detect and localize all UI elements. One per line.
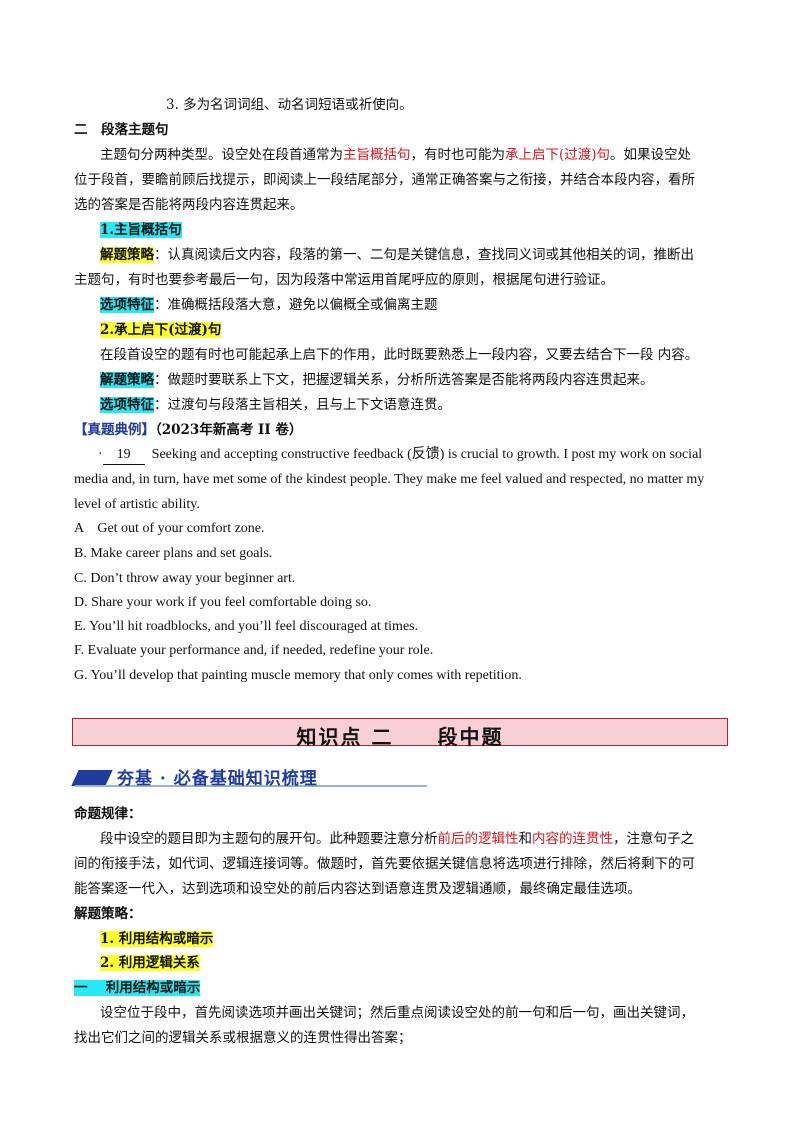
transition-feature: 选项特征：过渡句与段落主旨相关，且与上下文语意连贯。 xyxy=(100,396,451,414)
strategy-line-2: 主题句，有时也要参考最后一句，因为段落中常运用首尾呼应的原则，根据尾句进行验证。 xyxy=(74,272,614,288)
transition-strategy: 解题策略：做题时要联系上下文，把握逻辑关系，分析所选答案是否能将两段内容连贯起来… xyxy=(100,371,654,389)
text: ：过渡句与段落主旨相关，且与上下文语意连贯。 xyxy=(154,397,451,413)
intro-line-3: 选的答案是否能将两段内容连贯起来。 xyxy=(74,197,304,213)
banner-underline xyxy=(75,785,427,787)
feature-line: 选项特征：准确概括段落大意，避免以偏概全或偏离主题 xyxy=(100,296,438,314)
strategy-item-text: 2. 利用逻辑关系 xyxy=(100,955,200,971)
bullet-dot: · xyxy=(98,447,103,462)
feature-label: 选项特征 xyxy=(100,297,154,313)
part-heading-text: 一 利用结构或暗示 xyxy=(74,980,201,996)
subheading-text: 1.主旨概括句 xyxy=(100,222,182,238)
example-header: 【真题典例】（2023年新高考 II 卷） xyxy=(74,421,302,439)
intro-line-1: 主题句分两种类型。设空处在段首通常为主旨概括句，有时也可能为承上启下(过渡)句。… xyxy=(100,146,691,164)
text: ：准确概括段落大意，避免以偏概全或偏离主题 xyxy=(154,297,438,313)
text: ，有时也可能为 xyxy=(410,147,506,163)
banner-stripe-icon xyxy=(71,770,113,786)
intro-line-2: 位于段首，要瞻前顾后找提示，即阅读上一段结尾部分，通常正确答案与之衔接，并结合本… xyxy=(74,172,695,188)
rule-line-3: 能答案逐一代入，达到选项和设空处的前后内容达到语意连贯及逻辑通顺，最终确定最佳选… xyxy=(74,881,641,897)
text: Seeking and accepting constructive feedb… xyxy=(151,447,703,462)
subheading-main-idea: 1.主旨概括句 xyxy=(100,221,182,239)
rule-line-2: 间的衔接手法，如代词、逻辑连接词等。做题时，首先要依据关键信息将选项进行排除，然… xyxy=(74,856,695,872)
highlight-red-text: 内容的连贯性 xyxy=(532,831,613,847)
text: 主题句分两种类型。设空处在段首通常为 xyxy=(100,147,343,163)
text: 。如果设空处 xyxy=(610,147,692,163)
part-1-heading: 一 利用结构或暗示 xyxy=(74,979,201,997)
highlight-red-text: 主旨概括句 xyxy=(343,147,411,163)
example-source: （2023年新高考 II 卷） xyxy=(155,422,303,438)
list-item-3: 3. 多为名词词组、动名词短语或祈使向。 xyxy=(166,97,413,113)
example-label: 【真题典例】 xyxy=(74,422,155,438)
text: ：做题时要联系上下文，把握逻辑关系，分析所选答案是否能将两段内容连贯起来。 xyxy=(154,372,654,388)
subbanner-title: 夯基 · 必备基础知识梳理 xyxy=(117,769,318,789)
strategy-label: 解题策略 xyxy=(100,247,154,263)
part-1-line-1: 设空位于段中，首先阅读选项并画出关键词；然后重点阅读设空处的前一句和后一句，画出… xyxy=(100,1005,694,1021)
text: ：认真阅读后文内容，段落的第一、二句是关键信息，查找同义词或其他相关的词，推断出 xyxy=(154,247,694,263)
blank-number: 19 xyxy=(116,447,131,462)
option-d: D. Share your work if you feel comfortab… xyxy=(74,595,372,610)
subheading-transition: 2.承上启下(过渡)句 xyxy=(100,321,222,339)
rule-label: 命题规律： xyxy=(74,806,142,822)
option-f: F. Evaluate your performance and, if nee… xyxy=(74,643,434,658)
highlight-red-text: 承上启下(过渡)句 xyxy=(505,147,611,163)
option-b: B. Make career plans and set goals. xyxy=(74,546,273,561)
strategy-item-2: 2. 利用逻辑关系 xyxy=(100,954,200,972)
subheading-text: 2.承上启下(过渡)句 xyxy=(100,322,222,338)
passage-line-1: · 19 Seeking and accepting constructive f… xyxy=(98,446,702,465)
strategy-label-2: 解题策略： xyxy=(74,906,142,922)
strategy-label: 解题策略 xyxy=(100,372,154,388)
text: 和 xyxy=(518,831,533,847)
passage-line-3: level of artistic ability. xyxy=(74,497,200,512)
answer-blank: 19 xyxy=(102,446,145,465)
passage-line-2: media and, in turn, have met some of the… xyxy=(74,472,705,487)
transition-intro: 在段首设空的题有时也可能起承上启下的作用，此时既要熟悉上一段内容，又要去结合下一… xyxy=(100,347,699,363)
knowledge-point-banner: 知识点 二 段中题 xyxy=(72,718,728,749)
text: ，注意句子之 xyxy=(613,831,694,847)
section-subbanner: 夯基 · 必备基础知识梳理 xyxy=(71,764,427,789)
option-e: E. You’ll hit roadblocks, and you’ll fee… xyxy=(74,619,419,634)
strategy-line-1: 解题策略：认真阅读后文内容，段落的第一、二句是关键信息，查找同义词或其他相关的词… xyxy=(100,246,694,264)
text: 段中设空的题目即为主题句的展开句。此种题要注意分析 xyxy=(100,831,438,847)
section-heading-topic-sentence: 二 段落主题句 xyxy=(74,122,169,138)
strategy-item-text: 1. 利用结构或暗示 xyxy=(100,931,214,947)
option-g: G. You’ll develop that painting muscle m… xyxy=(74,668,522,683)
banner-title: 知识点 二 段中题 xyxy=(296,725,504,749)
feature-label: 选项特征 xyxy=(100,397,154,413)
option-a: A Get out of your comfort zone. xyxy=(74,521,265,536)
option-c: C. Don’t throw away your beginner art. xyxy=(74,571,296,586)
strategy-item-1: 1. 利用结构或暗示 xyxy=(100,930,214,948)
part-1-line-2: 找出它们之间的逻辑关系或根据意义的连贯性得出答案； xyxy=(74,1030,412,1046)
highlight-red-text: 前后的逻辑性 xyxy=(437,831,519,847)
rule-line-1: 段中设空的题目即为主题句的展开句。此种题要注意分析前后的逻辑性和内容的连贯性，注… xyxy=(100,830,694,848)
